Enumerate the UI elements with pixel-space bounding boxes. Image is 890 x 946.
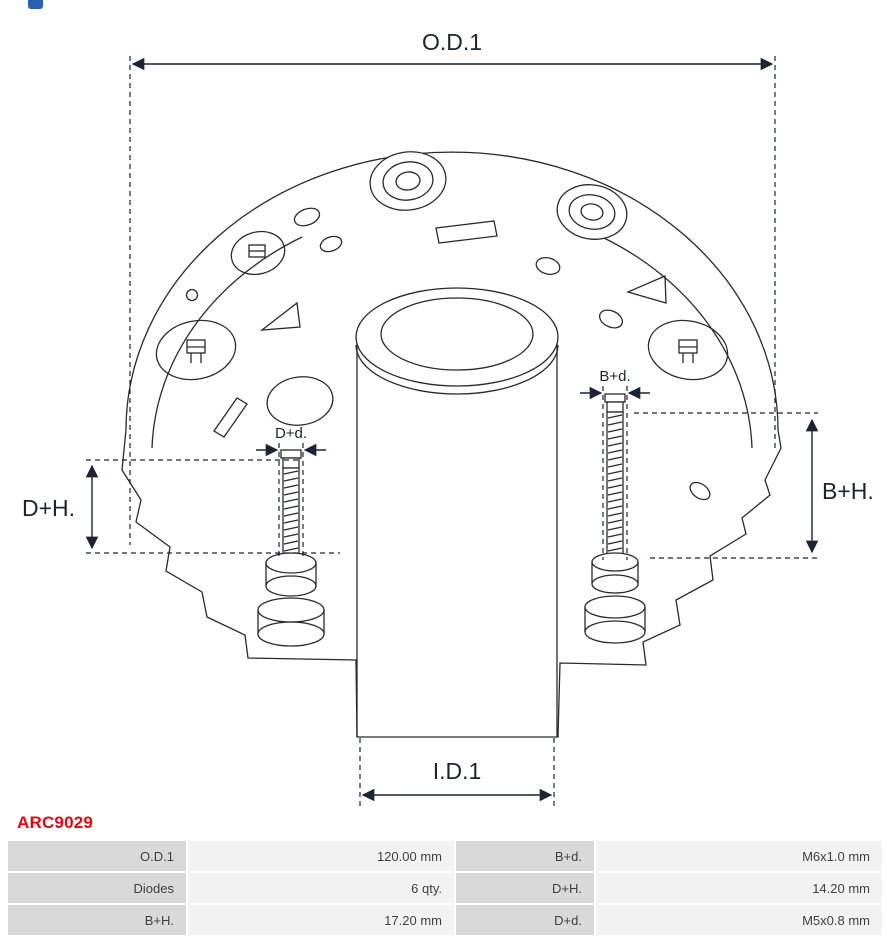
dim-id1: I.D.1 — [359, 738, 555, 806]
slot-top-center — [435, 220, 498, 244]
spec-label: D+H. — [456, 873, 594, 903]
vent-holes — [185, 207, 711, 501]
triangle-cutout-left — [259, 301, 301, 331]
dim-label-id1: I.D.1 — [433, 758, 482, 784]
dim-bh: B+H. — [634, 412, 874, 559]
mounting-bolt-left — [257, 449, 325, 647]
spec-table: O.D.1 120.00 mm B+d. M6x1.0 mm Diodes 6 … — [8, 841, 882, 935]
terminal-pad-mid-left — [230, 230, 286, 276]
rectifier-technical-drawing: O.D.1 I.D.1 D+H. B+H. D+d. B+d. — [22, 29, 874, 806]
spec-label: Diodes — [8, 873, 186, 903]
dim-label-dh: D+H. — [22, 495, 75, 521]
triangle-cutout-right — [626, 275, 667, 304]
dim-label-bd: B+d. — [599, 368, 630, 385]
dim-dd: D+d. — [256, 425, 326, 560]
dim-bd: B+d. — [580, 368, 650, 560]
brand-logo — [28, 0, 43, 9]
part-number: ARC9029 — [17, 813, 94, 832]
dim-od1: O.D.1 — [129, 29, 776, 545]
technical-drawing-area: O.D.1 I.D.1 D+H. B+H. D+d. B+d. — [22, 29, 874, 806]
bolt-pad-left — [266, 376, 334, 426]
dim-dh: D+H. — [22, 459, 340, 554]
spec-value: 17.20 mm — [188, 905, 454, 935]
terminal-pad-left — [155, 319, 237, 381]
spec-value: M6x1.0 mm — [596, 841, 882, 871]
spec-value: 120.00 mm — [188, 841, 454, 871]
dim-label-bh: B+H. — [822, 478, 874, 504]
slot-left — [213, 397, 248, 438]
dim-label-dd: D+d. — [275, 425, 307, 442]
spec-value: 14.20 mm — [596, 873, 882, 903]
rivet-terminal-left — [369, 151, 447, 211]
spec-label: B+H. — [8, 905, 186, 935]
spec-value: M5x0.8 mm — [596, 905, 882, 935]
spec-label: B+d. — [456, 841, 594, 871]
spec-label: O.D.1 — [8, 841, 186, 871]
face-details — [155, 151, 729, 501]
center-bore — [355, 287, 559, 737]
spec-value: 6 qty. — [188, 873, 454, 903]
rivet-terminal-right — [556, 184, 628, 240]
bolt-boss-left — [257, 552, 325, 647]
terminal-pad-right — [647, 319, 729, 381]
spec-label: D+d. — [456, 905, 594, 935]
dim-label-od1: O.D.1 — [422, 29, 482, 55]
